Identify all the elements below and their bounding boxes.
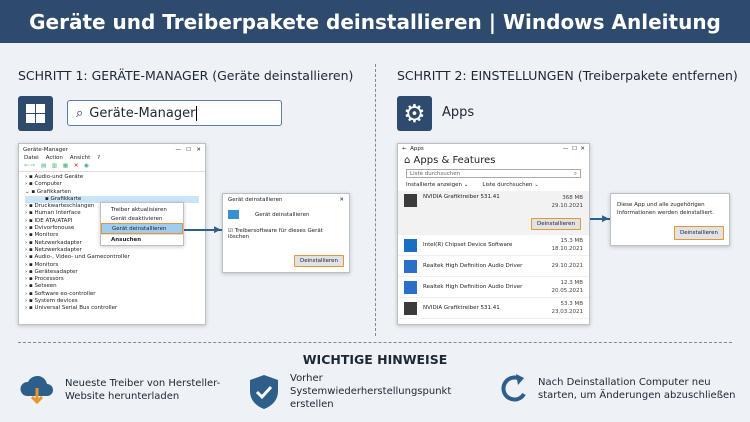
tree-item[interactable]: › ▪ Human Interface [25, 210, 81, 217]
confirm-uninstall-button[interactable]: Deinstallieren [673, 226, 724, 240]
step1-label: SCHRITT 1: GERÄTE-MANAGER (Geräte deinst… [18, 68, 354, 83]
uninstall-device-dialog: Gerät deinstallieren✕ Gerät deinstallier… [222, 193, 350, 273]
intel-icon [404, 238, 417, 252]
tree-item[interactable]: › ▪ IDE ATA/ATAPI [25, 217, 73, 224]
tree-item[interactable]: › ▪ Monitors [25, 232, 59, 239]
apps-search-input[interactable]: Liste durchsuchen⌕ [406, 169, 581, 178]
tree-item[interactable]: › ▪ Setseen [25, 283, 57, 290]
context-menu-item[interactable]: Treiber aktualisieren [111, 206, 167, 213]
menu-item[interactable]: Action [45, 155, 63, 161]
nvidia-icon [404, 194, 417, 207]
search-input[interactable]: ⌕Geräte-Manager [67, 100, 282, 126]
filter-dropdown[interactable]: Installierte anzeigen ⌄ [406, 182, 469, 188]
context-menu-item[interactable]: Gerät deaktivieren [111, 215, 163, 222]
toolbar: ⇦⇨ ▤ ▥ ▦ ✕ ◉ [19, 163, 205, 172]
home-icon: ⌂ [404, 155, 411, 166]
refresh-icon [501, 374, 526, 402]
uninstall-button[interactable]: Deinstallieren [293, 255, 344, 267]
tree-item[interactable]: ▪ Grafikkarte [25, 195, 199, 204]
step2-label: SCHRITT 2: EINSTELLUNGEN (Treiberpakete … [397, 68, 738, 83]
tree-item[interactable]: › ▪ Universal Serial Bus controller [25, 305, 118, 312]
search-icon: ⌕ [573, 171, 577, 177]
realtek-icon [404, 280, 417, 294]
uninstall-app-dialog: Diese App und alle zugehörigen Informati… [610, 193, 730, 246]
tree-item[interactable]: › ▪ Netzwerkadapter [25, 239, 82, 246]
device-tree: › ▪ Audio-und Geräte› ▪ Computer⌄ ▪ Graf… [19, 172, 205, 315]
hint-item: Neueste Treiber von Hersteller-Website h… [18, 372, 238, 408]
divider [375, 64, 376, 336]
tree-item[interactable]: ⌄ ▪ Grafikkarten [25, 188, 72, 195]
tree-item[interactable]: › ▪ Audio-, Video- und Gamecontroller [25, 254, 130, 261]
tree-item[interactable]: › ▪ Audio-und Geräte [25, 174, 84, 180]
tree-item[interactable]: › ▪ System devices [25, 298, 78, 305]
apps-window: ← Apps— ☐ ✕ ⌂ Apps & Features Liste durc… [397, 143, 590, 325]
tree-item[interactable]: › ▪ Gerätesadapter [25, 268, 78, 275]
apps-label: Apps [442, 105, 475, 120]
window-title: Geräte-Manager [23, 146, 68, 153]
page-title: Geräte und Treiberpakete deinstallieren … [0, 0, 750, 43]
sort-dropdown[interactable]: Liste durchsuchen ⌄ [482, 182, 539, 188]
apps-heading: ⌂ Apps & Features [404, 155, 496, 166]
tree-item[interactable]: › ▪ Computer [25, 181, 62, 188]
device-icon [228, 210, 239, 219]
menu-item[interactable]: Datei [24, 155, 39, 161]
context-menu-item[interactable]: Ansuchen [101, 234, 183, 244]
tree-item[interactable]: › ▪ Druckwarteschlangen [25, 203, 95, 210]
arrow [184, 229, 222, 231]
search-icon: ⌕ [76, 105, 84, 121]
cloud-download-icon [20, 375, 53, 405]
tree-item[interactable]: › ▪ Netzwerkadapter [25, 246, 82, 253]
shield-check-icon [250, 374, 278, 409]
tree-item[interactable]: › ▪ Software eo-controller [25, 290, 96, 297]
hints-title: WICHTIGE HINWEISE [302, 352, 448, 367]
context-menu-item[interactable]: Gerät deinstallieren [101, 223, 183, 234]
hint-item: Nach Deinstallation Computer neu starten… [498, 372, 743, 406]
menu-item[interactable]: ? [97, 155, 101, 161]
realtek-icon [404, 259, 417, 273]
tree-item[interactable]: › ▪ Monitors [25, 261, 59, 268]
windows-logo-icon [18, 96, 53, 131]
nvidia-icon [404, 301, 417, 315]
menu-bar: Datei Action Ansicht? [19, 155, 205, 163]
hint-item: Vorher Systemwiederherstellungspunkt ers… [248, 372, 478, 411]
close-icon[interactable]: ✕ [339, 197, 344, 203]
gear-icon: ⚙ [397, 96, 432, 131]
delete-driver-checkbox[interactable]: ☑ Treibersoftware für dieses Gerät lösch… [228, 228, 323, 240]
tree-item[interactable]: › ▪ Processors [25, 276, 64, 283]
menu-item[interactable]: Ansicht [69, 155, 91, 161]
tree-item[interactable]: › ▪ Dvivorfonouse [25, 225, 75, 232]
app-uninstall-button[interactable]: Deinstallieren [530, 218, 581, 230]
